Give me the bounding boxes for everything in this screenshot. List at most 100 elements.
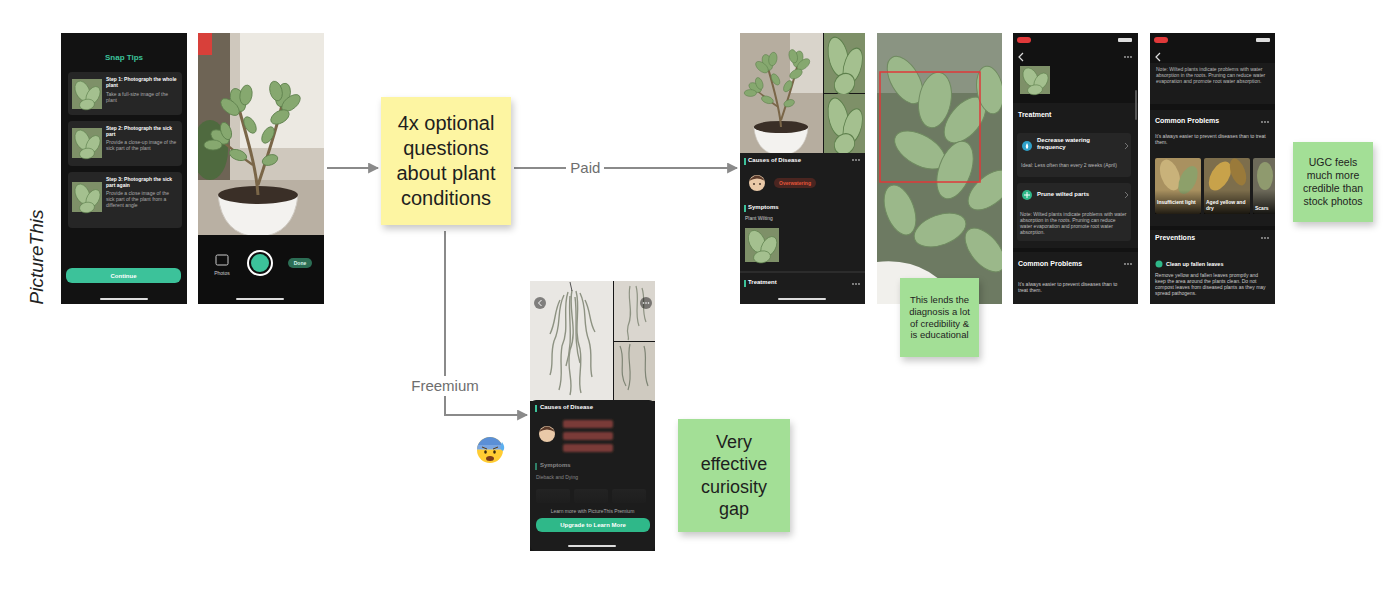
phone-screen: Snap TipsStep 1: Photograph the whole pl… [61,33,187,304]
problems-screen [1256,38,1270,42]
snap-tips-screen [72,182,103,214]
note-text: Very effective curiosity gap [684,431,784,521]
freemium-screen [585,300,595,332]
camera-screen [216,255,228,265]
anxious-face-emoji [477,437,503,449]
screen-text: Step 2: Photograph the sick part [106,125,179,137]
diagnosis-screen [858,283,860,285]
phone-screen: Causes of DiseaseSymptomsPlant WiltingTr… [740,33,865,304]
app-button: Done [288,258,312,268]
treatment-card: Decrease watering frequencyIdeal: Less o… [1017,133,1131,177]
diagnosis-screen [852,159,860,285]
treatment-screen [1013,103,1138,248]
diagnosis-screen [753,183,755,185]
treatment-screen [1026,143,1029,149]
freemium-screen [534,297,546,309]
snap-tips-screen [72,79,103,111]
snap-tips-screen [72,182,103,214]
freemium-screen [550,300,560,334]
freemium-screen [530,281,655,551]
screen-text: Photos [208,270,236,276]
problems-screen [1264,121,1266,123]
diagnosis-screen [740,33,823,153]
freemium-screen [644,346,648,386]
flow-arrow [514,167,737,169]
camera-screen [236,298,284,300]
edge-label: Paid [566,158,604,178]
diagnosis-screen [858,159,860,161]
screen-text: Treatment [748,279,838,286]
problems-screen [1156,53,1160,61]
treatment-screen [1135,90,1137,120]
freemium-screen [580,293,592,377]
freemium-screen [530,281,613,401]
zoomed-photo [958,221,1002,279]
phone-screen: TreatmentNote: Wilted plants indicate pr… [1013,33,1138,304]
problems-screen [1261,121,1263,123]
diagnosis-screen [740,153,865,304]
freemium-screen [535,405,537,412]
freemium-screen [568,545,616,547]
sticky-note: Very effective curiosity gap [678,419,790,532]
treatment-screen [1124,56,1126,58]
anxious-face-emoji [477,437,504,463]
freemium-screen [530,281,655,401]
freemium-screen [539,300,542,306]
diagnosis-screen [744,158,746,165]
treatment-screen [1118,38,1132,42]
diagnosis-screen [824,32,867,97]
snap-tips-screen [61,33,187,304]
diagnosis-screen [778,298,826,300]
problems-screen [1150,33,1283,304]
snap-tips-screen [72,128,103,160]
screen-text: Step 1: Photograph the whole plant [106,76,179,88]
treatment-screen [1013,33,1138,304]
freemium-screen [648,302,650,304]
sticky-note: UGC feels much more credible than stock … [1293,142,1373,222]
freemium-screen [563,420,613,428]
phone-screen: Photos Done [198,33,324,304]
freemium-screen [614,281,655,341]
freemium-screen [530,281,655,551]
camera-screen [198,33,324,235]
freemium-screen [550,290,595,395]
anxious-face-emoji [482,447,487,449]
anxious-face-emoji [477,437,503,463]
treatment-screen [1127,263,1129,265]
tip-card: Step 3: Photograph the sick part againPr… [68,172,182,228]
screen-text: Clean up fallen leaves [1166,261,1266,268]
freemium-screen [627,286,630,340]
screen-text: Aged yellow and dry [1206,199,1248,211]
freemium-screen [530,470,655,506]
treatment-screen [1130,56,1132,58]
button-label: Continue [111,273,137,279]
zoomed-photo [961,163,1002,218]
diagnosis-screen [855,283,857,285]
zoomed-photo [909,207,970,254]
diagnosis-screen [744,205,746,212]
screen-text: Provide a close image of the sick part o… [106,190,179,208]
zoomed-photo [880,72,980,182]
diagnosis-screen [744,49,812,153]
problems-screen [1264,237,1266,239]
freemium-screen [643,302,645,304]
diagnosis-screen [744,280,746,287]
treatment-screen [1022,190,1032,200]
treatment-screen [1017,37,1031,43]
app-button: Continue [66,268,181,283]
screen-text: Learn more with PictureThis Premium [530,508,655,514]
camera-screen [192,33,324,304]
screen-text: Plant Wilting [745,215,845,221]
screen-text: Scars [1255,205,1274,211]
flow-arrow [327,167,378,169]
camera-screen [251,254,269,272]
problems-screen [1253,190,1275,214]
screen-text: Symptoms [748,204,848,211]
screen-text: Common Problems [1018,260,1118,268]
anxious-face-emoji [484,450,487,454]
note-text: 4x optional questions about plant condit… [387,111,505,211]
snap-tips-screen [68,72,182,115]
problems-screen [1156,261,1163,268]
snap-tips-screen [100,298,148,300]
